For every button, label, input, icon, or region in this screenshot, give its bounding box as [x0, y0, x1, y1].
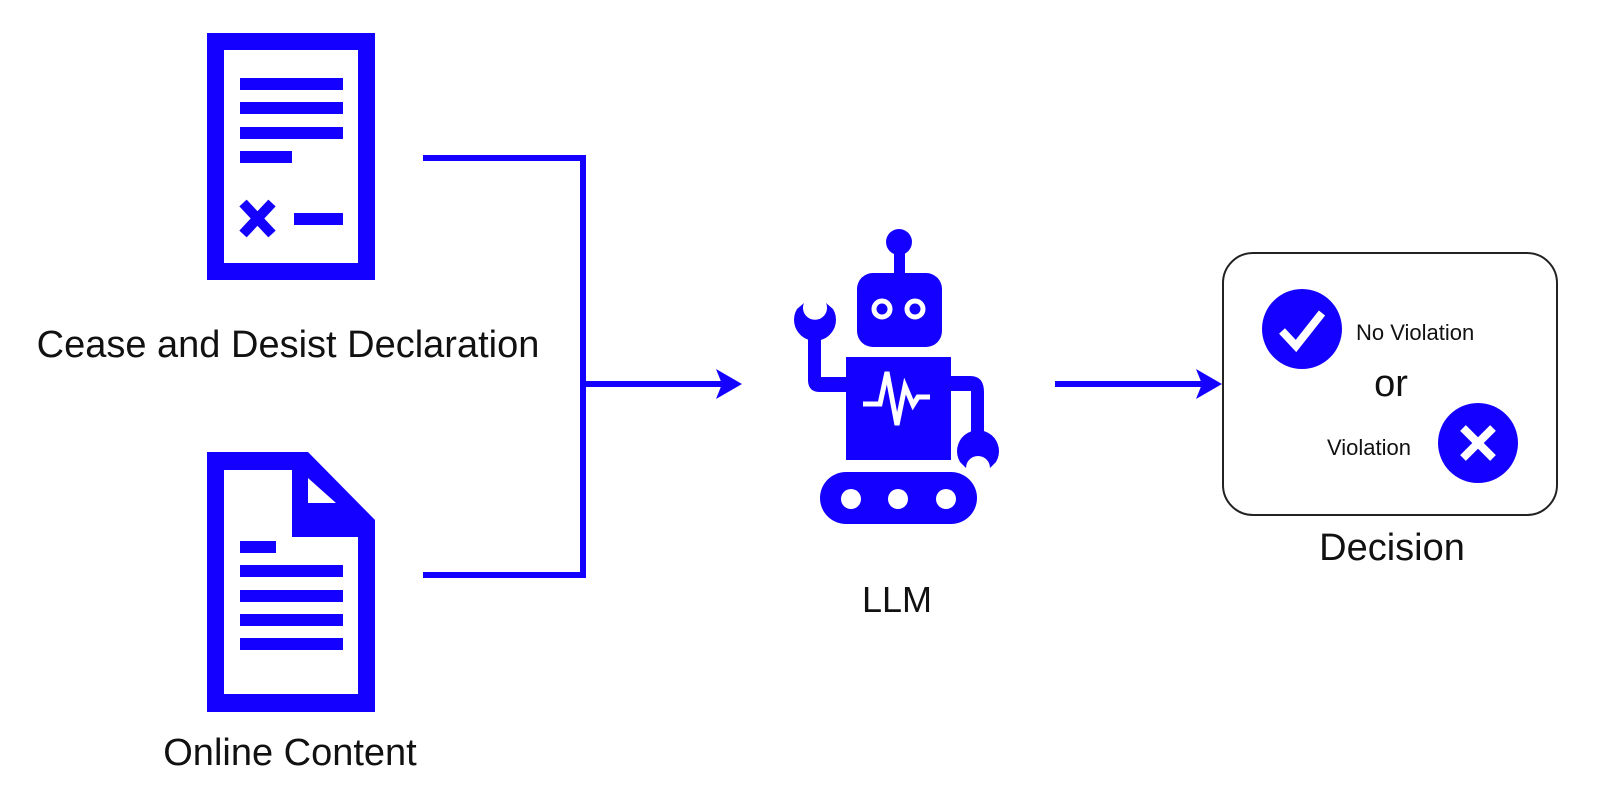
x-mark-icon	[239, 199, 276, 238]
arrow-head-icon	[716, 369, 742, 399]
no-violation-label: No Violation	[1356, 320, 1474, 345]
llm-label: LLM	[862, 579, 932, 620]
or-label: or	[1374, 363, 1408, 405]
contract-document-icon	[207, 33, 375, 280]
violation-label: Violation	[1327, 435, 1411, 460]
check-circle-icon	[1262, 289, 1342, 369]
online-content-label: Online Content	[163, 732, 417, 774]
robot-icon	[794, 229, 999, 524]
merge-connector	[423, 155, 725, 578]
arrow-head-icon	[1196, 369, 1222, 399]
x-circle-icon	[1438, 403, 1518, 483]
decision-label: Decision	[1319, 527, 1465, 569]
text-document-icon	[207, 452, 375, 712]
cease-desist-label: Cease and Desist Declaration	[37, 324, 540, 366]
